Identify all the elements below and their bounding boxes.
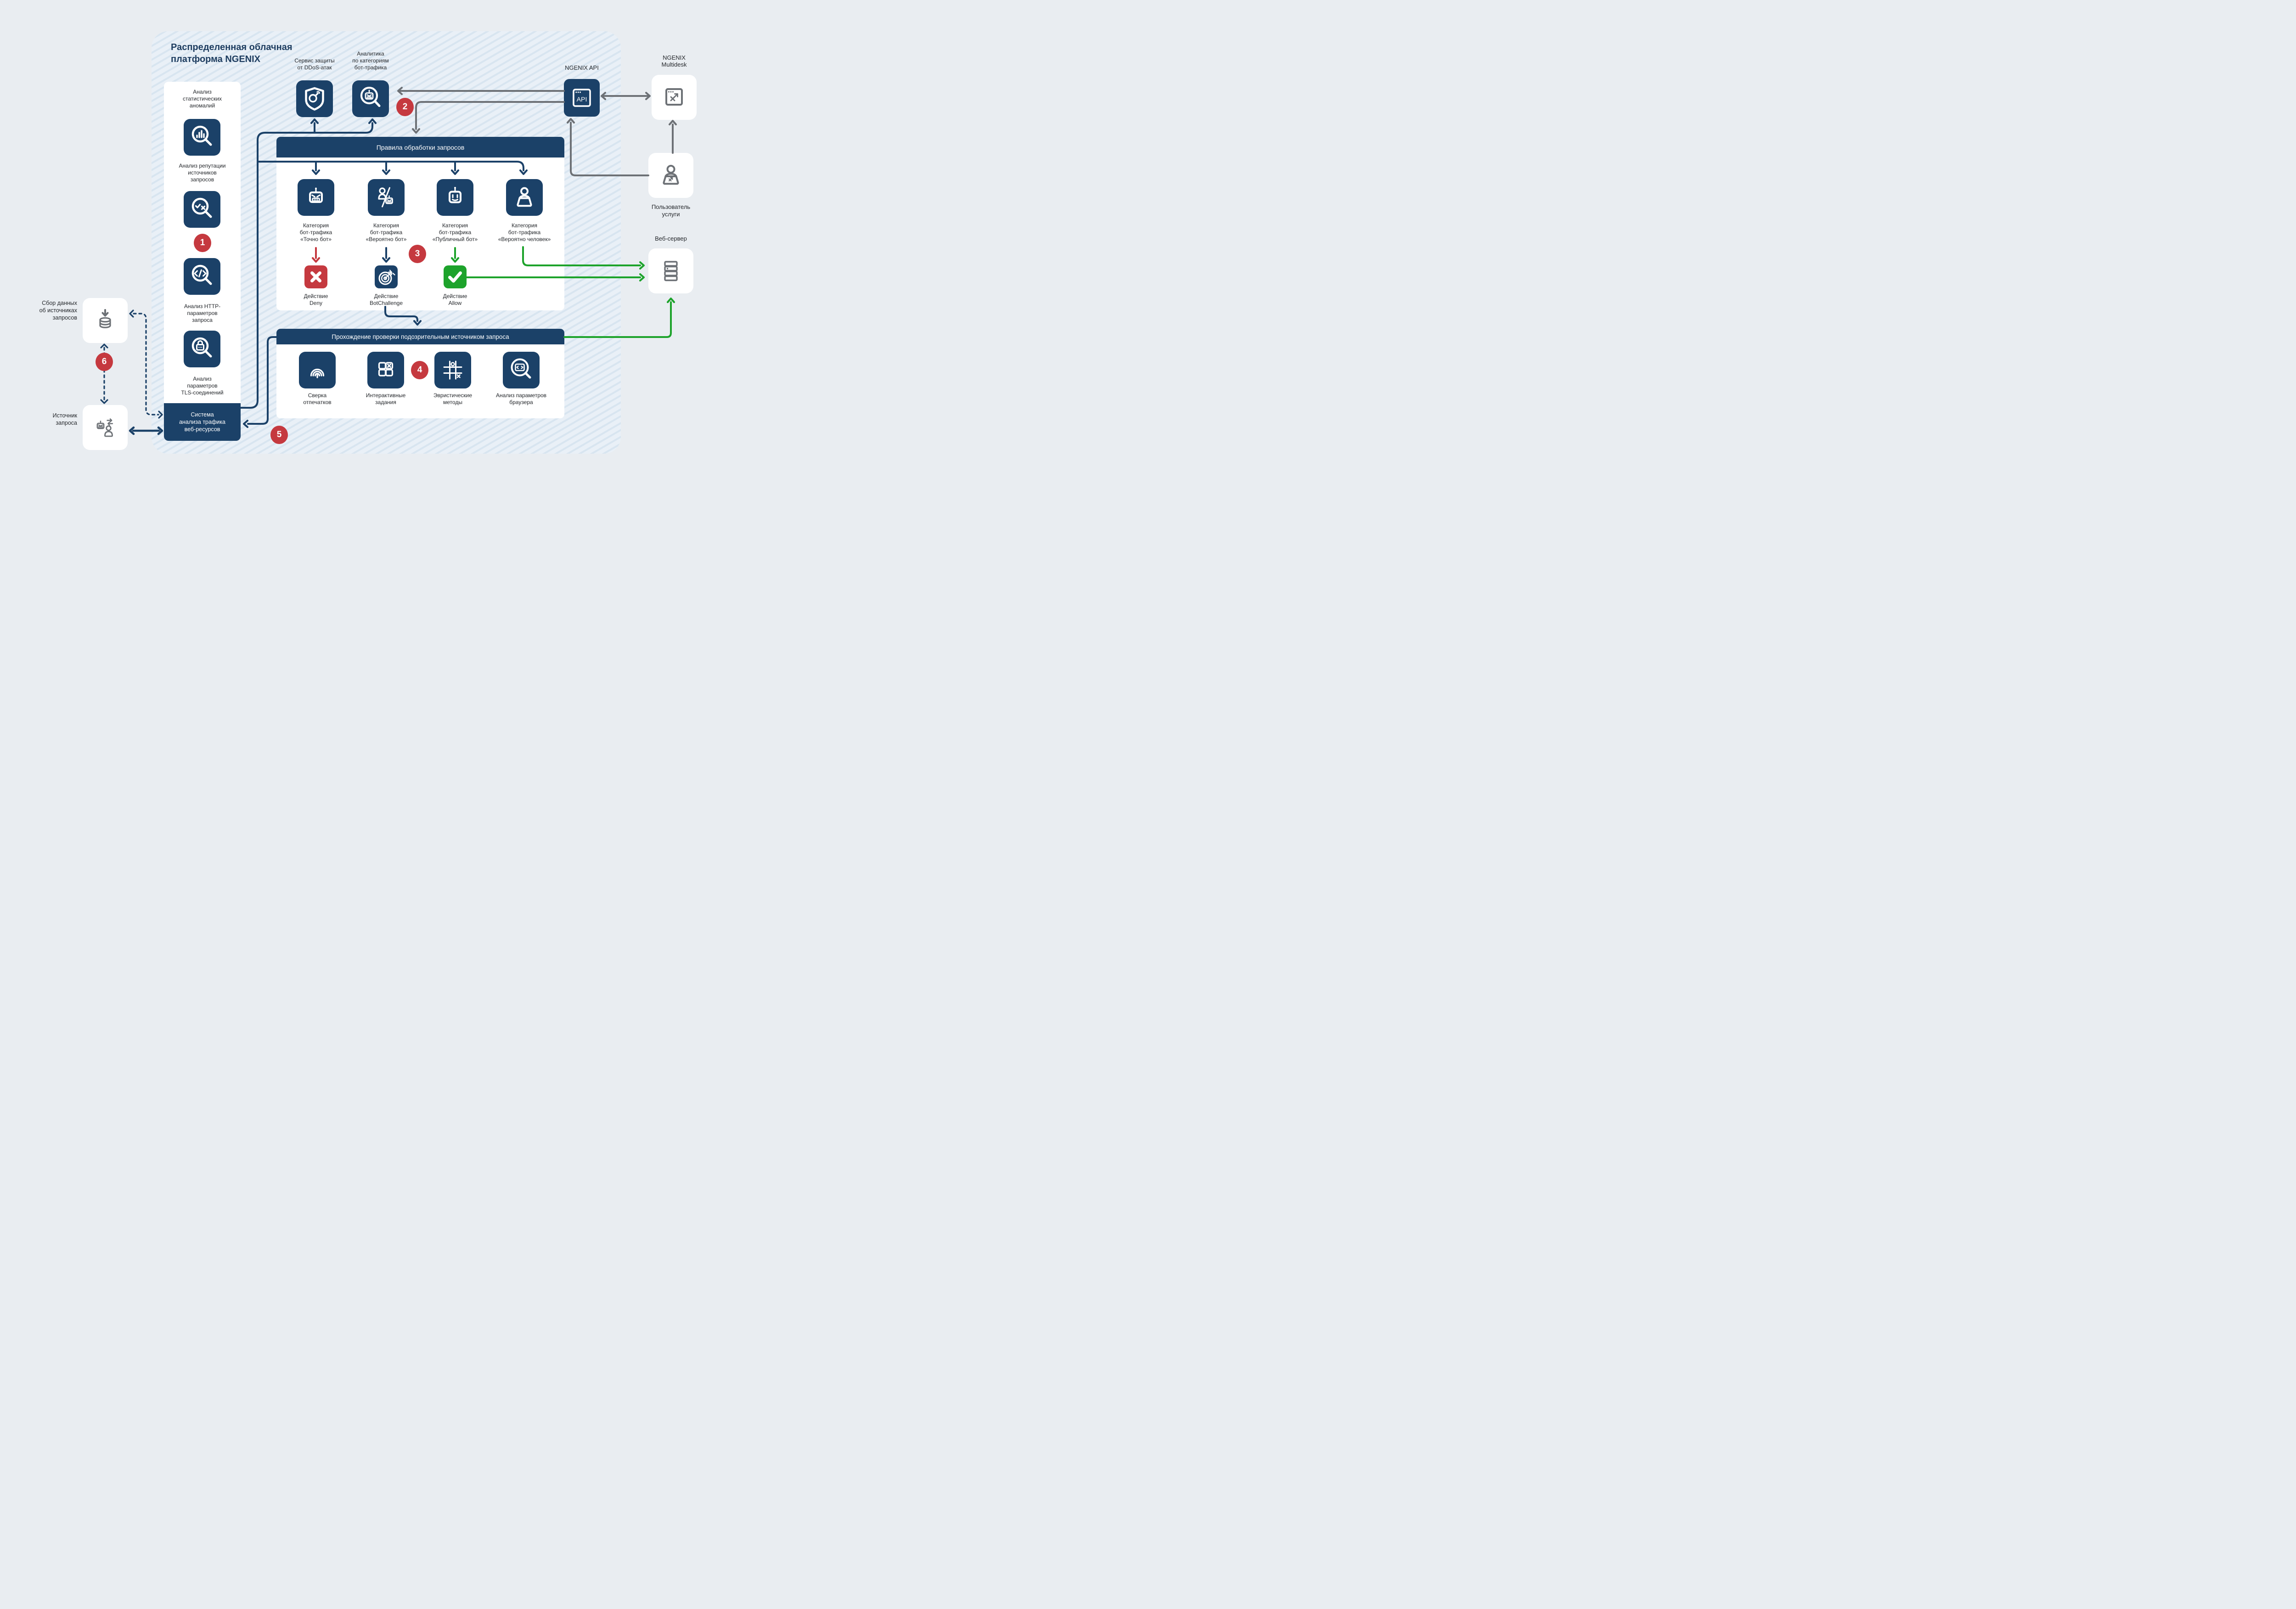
- magnifier-code-icon: [184, 258, 220, 295]
- rules-panel-title: Правила обработки запросов: [276, 137, 564, 158]
- heuristic-methods-icon: [434, 352, 471, 388]
- bot-analytics-label: Аналитика по категориям бот-трафика: [352, 51, 389, 71]
- step-badge-3: 3: [409, 245, 426, 263]
- user-laptop-icon: [648, 153, 693, 198]
- platform-title: Распределенная облачная платформа NGENIX: [171, 42, 293, 64]
- step-badge-1: 1: [194, 234, 211, 252]
- analysis-label-http: Анализ HTTP- параметров запроса: [184, 303, 221, 323]
- category-probable-human-label: Категория бот-трафика «Вероятно человек»: [498, 222, 551, 242]
- action-botchallenge-label: Действие BotChallenge: [369, 293, 403, 306]
- multidesk-label: NGENIX Multidesk: [661, 54, 687, 68]
- method-fingerprint-label: Сверка отпечатков: [303, 392, 332, 405]
- database-collect-icon: [83, 298, 128, 343]
- magnifier-stats-icon: [184, 119, 220, 156]
- method-interactive-label: Интерактивные задания: [366, 392, 406, 405]
- fingerprint-icon: [299, 352, 336, 388]
- bot-public-icon: [437, 179, 473, 216]
- api-label: NGENIX API: [565, 64, 599, 71]
- data-collect-label: Сбор данных об источниках запросов: [39, 300, 77, 321]
- method-heuristic-label: Эвристические методы: [433, 392, 473, 405]
- bot-probable-icon: [368, 179, 405, 216]
- action-allow-label: Действие Allow: [443, 293, 467, 306]
- bot-analytics-icon: [352, 80, 389, 117]
- traffic-analysis-system-box: Система анализа трафика веб-ресурсов: [164, 403, 241, 441]
- action-deny-label: Действие Deny: [304, 293, 328, 306]
- step-badge-6: 6: [96, 353, 113, 371]
- web-server-icon: [648, 248, 693, 293]
- shield-ddos-icon: [296, 80, 333, 117]
- step-badge-2: 2: [396, 98, 414, 116]
- allow-check-icon: [444, 265, 467, 288]
- api-icon: API: [564, 79, 600, 117]
- method-browser-label: Анализ параметров браузера: [495, 392, 547, 405]
- svg-text:API: API: [577, 96, 587, 103]
- step-badge-5: 5: [270, 426, 288, 444]
- category-exact-bot-label: Категория бот-трафика «Точно бот»: [299, 222, 332, 242]
- ddos-service-label: Сервис защиты от DDoS-атак: [294, 57, 335, 71]
- analysis-label-anomalies: Анализ статистических аномалий: [182, 89, 222, 109]
- analysis-label-reputation: Анализ репутации источников запросов: [179, 163, 226, 183]
- human-probable-icon: [506, 179, 543, 216]
- interactive-tasks-icon: [367, 352, 404, 388]
- bot-exact-icon: [298, 179, 334, 216]
- request-source-icon: [83, 405, 128, 450]
- browser-analysis-icon: [503, 352, 540, 388]
- multidesk-window-icon: [652, 75, 697, 120]
- deny-x-icon: [304, 265, 327, 288]
- category-probable-bot-label: Категория бот-трафика «Вероятно бот»: [366, 222, 407, 242]
- botchallenge-target-icon: [375, 265, 398, 288]
- diagram-canvas: Распределенная облачная платформа NGENIX…: [0, 0, 720, 487]
- category-public-bot-label: Категория бот-трафика «Публичный бот»: [432, 222, 478, 242]
- web-server-label: Веб-сервер: [655, 235, 687, 242]
- user-label: Пользователь услуги: [651, 203, 691, 218]
- request-source-label: Источник запроса: [52, 412, 77, 426]
- connector-user-to-multidesk: [669, 120, 677, 154]
- analysis-label-tls: Анализ параметров TLS-соединений: [181, 376, 224, 396]
- check-panel-title: Прохождение проверки подозрительным исто…: [276, 329, 564, 344]
- step-badge-4: 4: [411, 361, 428, 379]
- magnifier-check-x-icon: [184, 191, 220, 228]
- magnifier-lock-icon: [184, 331, 220, 367]
